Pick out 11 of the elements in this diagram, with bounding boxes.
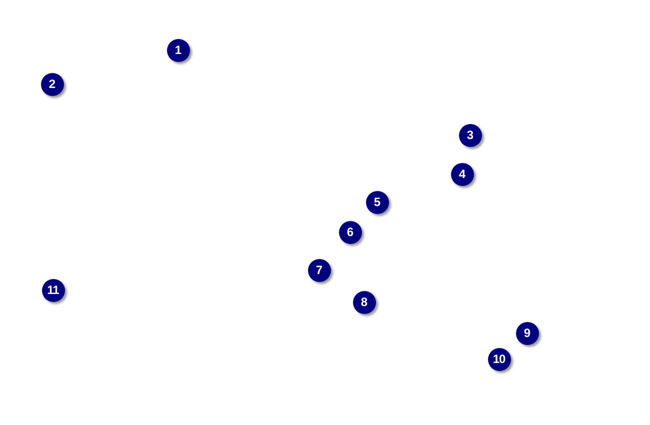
callout-number: 5 [366, 190, 388, 214]
callout-number: 1 [166, 38, 190, 62]
callout-number: 4 [450, 162, 474, 186]
callout-number: 7 [308, 258, 330, 282]
callout-number: 11 [42, 278, 64, 302]
callout-number: 9 [516, 322, 538, 344]
callout-number: 8 [352, 290, 376, 314]
callout-number: 6 [338, 220, 362, 244]
callout-number: 3 [458, 124, 482, 146]
callout-number: 2 [40, 72, 64, 96]
callout-number: 10 [488, 348, 510, 370]
